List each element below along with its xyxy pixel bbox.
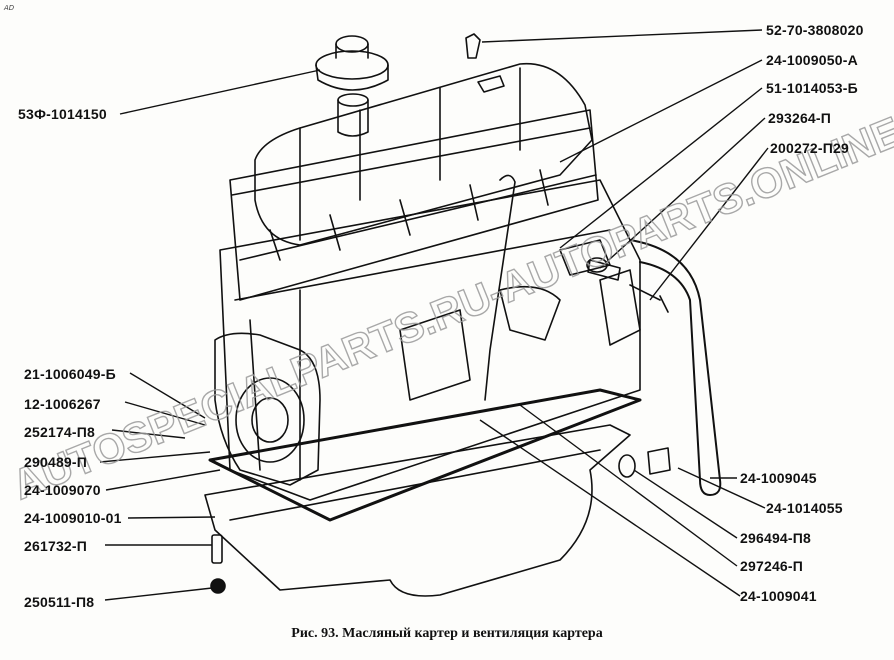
- cylinder-head: [229, 109, 599, 301]
- part-label: 12-1006267: [24, 396, 101, 412]
- drain-plug: [618, 447, 671, 478]
- front-cover: [214, 332, 321, 486]
- watermark-text: AUTOSPECIALPARTS.RU-AUTOPARTS.ONLINE: [6, 108, 894, 509]
- part-label: 52-70-3808020: [766, 22, 864, 38]
- oil-sump: [204, 424, 631, 597]
- part-label: 250511-П8: [24, 594, 95, 610]
- part-label: 24-1009070: [24, 482, 101, 498]
- filler-neck: [337, 99, 369, 137]
- oil-filler-cap: [315, 35, 389, 91]
- part-label: 24-1014055: [766, 500, 843, 516]
- figure-caption: Рис. 93. Масляный картер и вентиляция ка…: [291, 626, 603, 641]
- part-label: 261732-П: [24, 538, 88, 554]
- part-label: 24-1009045: [740, 470, 817, 486]
- part-label: 296494-П8: [740, 530, 812, 546]
- sensor-plug: [465, 33, 481, 59]
- sump-gasket: [208, 388, 642, 522]
- leader-lines: [99, 29, 769, 601]
- part-label: 293264-П: [768, 110, 832, 126]
- part-label: 290489-П: [24, 454, 88, 470]
- part-label: 252174-П8: [24, 424, 96, 440]
- corner-mark: AD: [4, 4, 15, 12]
- ventilation-hose: [629, 239, 722, 496]
- part-label: 24-1009050-А: [766, 52, 858, 68]
- part-label: 297246-П: [740, 558, 804, 574]
- part-label: 24-1009041: [740, 588, 817, 604]
- part-label: 21-1006049-Б: [24, 366, 116, 382]
- part-label: 53Ф-1014150: [18, 106, 107, 122]
- part-label: 200272-П29: [770, 140, 850, 156]
- valve-cover: [254, 62, 593, 246]
- part-label: 24-1009010-01: [24, 510, 122, 526]
- dipstick: [484, 174, 516, 401]
- part-label: 51-1014053-Б: [766, 80, 858, 96]
